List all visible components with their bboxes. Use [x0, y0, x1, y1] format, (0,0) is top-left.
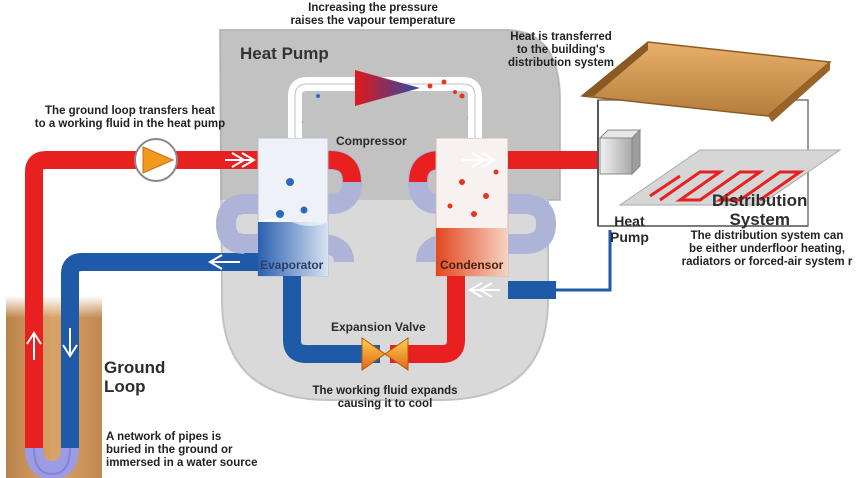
compressor-icon: [355, 70, 420, 106]
building-supply-arrow-icon: [462, 152, 496, 168]
evaporator-label: Evaporator: [260, 258, 324, 272]
indoor-heat-pump-unit-icon: [598, 128, 642, 176]
evaporator-outlet-pipe: [283, 276, 380, 363]
return-arrow-icon: [208, 254, 240, 270]
condensor-outlet-pipe: [390, 276, 465, 363]
ground-down-arrow-icon: [62, 328, 78, 358]
supply-arrow-icon: [225, 152, 256, 168]
ground-loop-return-pipe: [61, 253, 258, 450]
ground-loop-supply-pipe: [25, 151, 258, 450]
expansion-valve-label: Expansion Valve: [331, 320, 426, 334]
condensor-label: Condensor: [440, 258, 504, 272]
building-return-arrow-icon: [468, 282, 500, 298]
compressor-label: Compressor: [336, 134, 407, 148]
underfloor-heating-coil: [649, 170, 805, 202]
ground-up-arrow-icon: [26, 331, 42, 360]
circulation-pump-icon: [134, 138, 178, 182]
heat-pump-title: Heat Pump: [240, 44, 329, 63]
expansion-valve-icon: [361, 337, 409, 371]
